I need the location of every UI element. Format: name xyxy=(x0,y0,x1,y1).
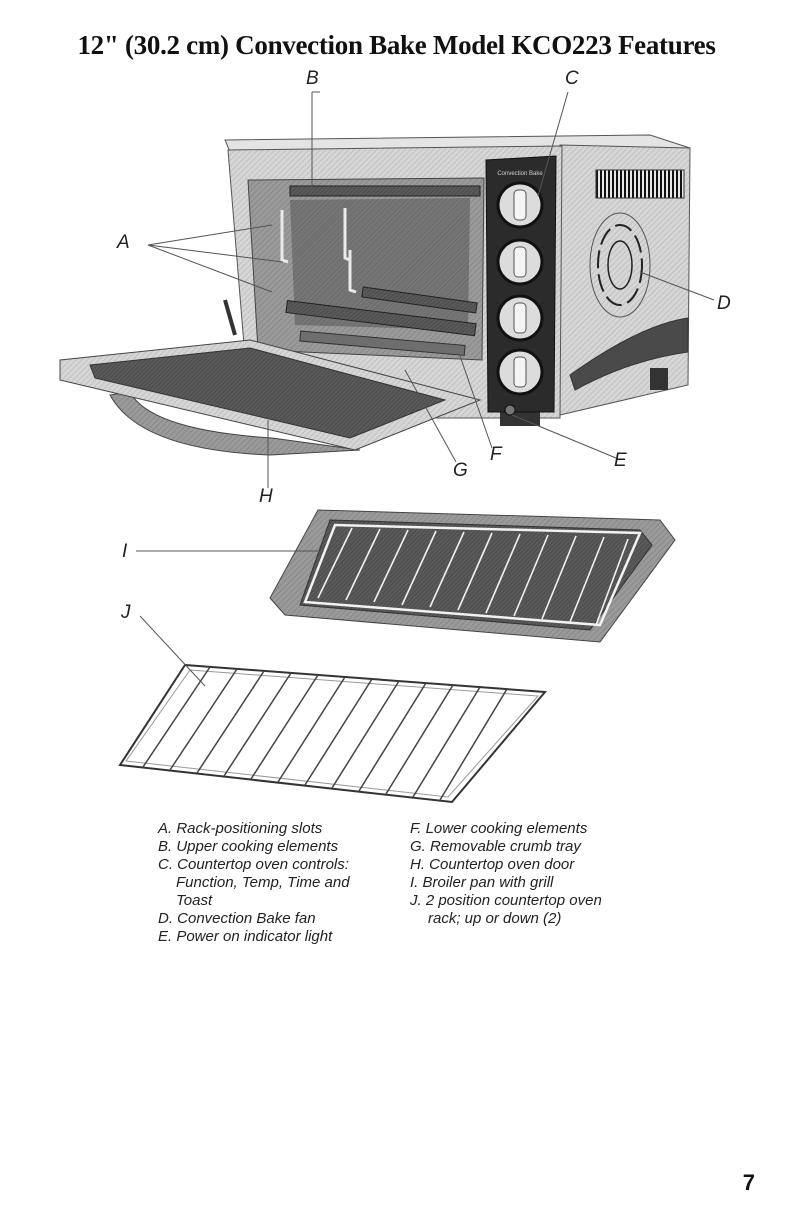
legend-left-column: A. Rack-positioning slots B. Upper cooki… xyxy=(158,820,398,946)
legend-right-column: F. Lower cooking elements G. Removable c… xyxy=(410,820,670,928)
callout-e: E xyxy=(614,450,627,472)
callout-j: J xyxy=(121,602,131,624)
legend-item: F. Lower cooking elements xyxy=(410,820,670,838)
oven-illustration: Convection Bake xyxy=(0,0,793,820)
callout-c: C xyxy=(565,68,579,90)
control-knob[interactable] xyxy=(498,296,542,340)
broiler-pan xyxy=(270,510,675,642)
legend-item: C. Countertop oven controls: Function, T… xyxy=(158,856,398,910)
callout-a: A xyxy=(117,232,130,254)
legend-item: E. Power on indicator light xyxy=(158,928,398,946)
callout-b: B xyxy=(306,68,319,90)
legend-item: B. Upper cooking elements xyxy=(158,838,398,856)
control-knob[interactable] xyxy=(498,240,542,284)
control-knob[interactable] xyxy=(498,350,542,394)
upper-element xyxy=(290,186,480,196)
convection-fan xyxy=(590,213,650,317)
legend-item: I. Broiler pan with grill xyxy=(410,874,670,892)
legend-item: G. Removable crumb tray xyxy=(410,838,670,856)
callout-g: G xyxy=(453,460,468,482)
legend-item: H. Countertop oven door xyxy=(410,856,670,874)
oven-rack xyxy=(120,665,545,802)
control-panel: Convection Bake xyxy=(486,156,556,415)
page-number: 7 xyxy=(743,1170,755,1196)
legend-item: A. Rack-positioning slots xyxy=(158,820,398,838)
legend-item: D. Convection Bake fan xyxy=(158,910,398,928)
callout-f: F xyxy=(490,444,502,466)
power-indicator-light xyxy=(505,405,515,415)
control-knob[interactable] xyxy=(498,183,542,227)
callout-h: H xyxy=(259,486,273,508)
control-panel-label: Convection Bake xyxy=(497,171,543,177)
side-vent xyxy=(596,170,684,198)
legend-item: J. 2 position countertop oven rack; up o… xyxy=(410,892,670,928)
callout-d: D xyxy=(717,293,731,315)
callout-i: I xyxy=(122,541,127,563)
